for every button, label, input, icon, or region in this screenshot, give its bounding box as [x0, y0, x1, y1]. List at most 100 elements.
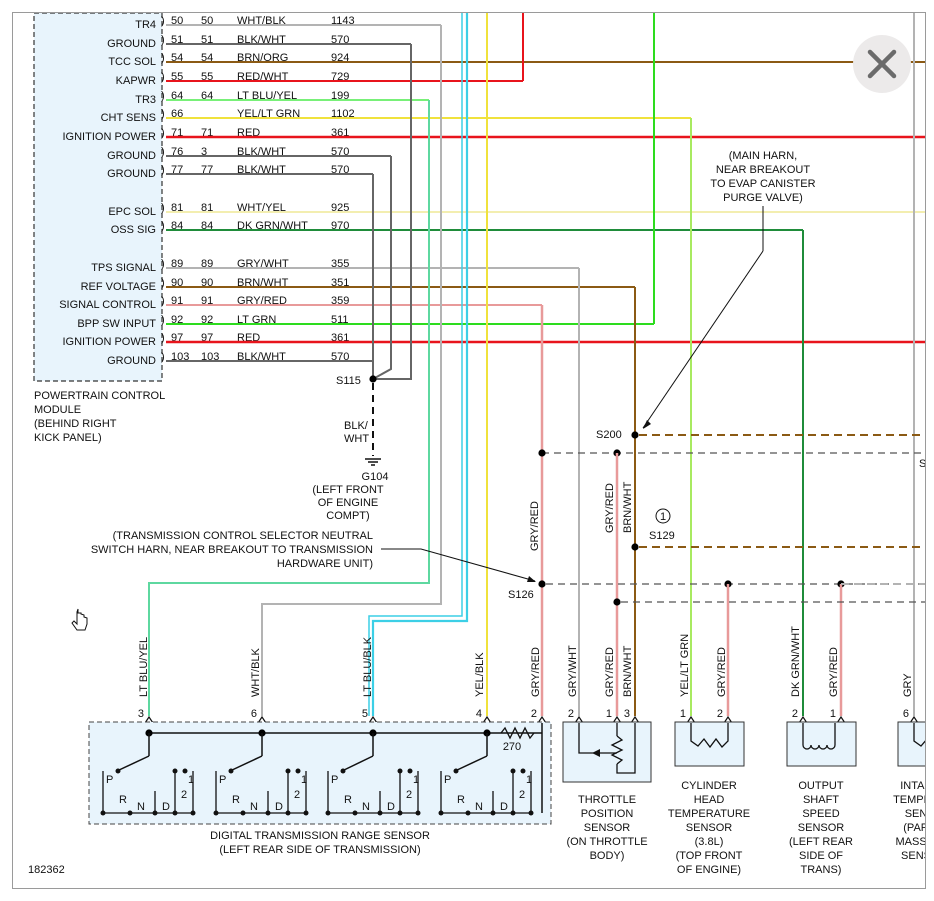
- dtr-contact: [115, 768, 121, 774]
- dtr-contact: [152, 810, 158, 816]
- wire-color-label: LT BLU/BLK: [362, 636, 374, 697]
- dtr-letter: R: [457, 794, 465, 806]
- pcm-pin-label: TR4: [135, 19, 156, 31]
- splice-s126: [538, 580, 546, 588]
- arrow-head: [643, 420, 651, 429]
- dtr-contact: [228, 768, 234, 774]
- cht-title: HEAD: [694, 794, 725, 806]
- splice-s129: [631, 543, 639, 551]
- pcm-pin-label: TCC SOL: [108, 56, 156, 68]
- dtr-sensor-box: [88, 721, 552, 825]
- cht-title: (TOP FRONT: [676, 850, 743, 862]
- wire-color-label: YEL/BLK: [474, 652, 486, 697]
- dtr-letter: 1: [188, 774, 194, 786]
- dtr-letter: P: [106, 774, 113, 786]
- wire-color-label: BRN/WHT: [622, 481, 634, 533]
- tps-internal: [616, 723, 636, 774]
- connector-pin: 1: [606, 708, 612, 720]
- dtr-letter: 2: [294, 789, 300, 801]
- wire-color-label: BRN/WHT: [622, 645, 634, 697]
- dtr-contact: [172, 810, 178, 816]
- pcm-pin-bracket: ): [161, 220, 165, 232]
- pcm-module-title: (BEHIND RIGHT: [34, 418, 117, 430]
- close-button[interactable]: [853, 35, 911, 93]
- oss-title: OUTPUT: [798, 780, 844, 792]
- pcm-pin-label: TPS SIGNAL: [91, 262, 156, 274]
- pcm-pin-bracket: ): [161, 127, 165, 139]
- connector-chevron: [686, 715, 696, 724]
- connector-chevron: [482, 715, 492, 724]
- dtr-contact: [303, 810, 309, 816]
- dtr-contact: [490, 810, 496, 816]
- pcm-pin-bracket: ): [161, 258, 165, 270]
- dtr-contact: [528, 810, 534, 816]
- ground-wire-label: BLK/: [344, 420, 369, 432]
- pcm-pin-label: TR3: [135, 94, 156, 106]
- tps-title: THROTTLE: [578, 794, 636, 806]
- connector-pin: 6: [903, 708, 909, 720]
- dtr-contact: [397, 810, 403, 816]
- connector-pin-number: 3: [201, 146, 207, 158]
- pcm-pin-label: IGNITION POWER: [63, 336, 157, 348]
- dtr-contact-trace: [327, 771, 419, 814]
- dtr-contact: [240, 810, 246, 816]
- dtr-contact: [465, 810, 471, 816]
- dtr-contact: [100, 810, 106, 816]
- wire-color-label: GRY/RED: [604, 483, 616, 533]
- pcm-module-box: [33, 13, 163, 382]
- pcm-pin-label: GROUND: [107, 150, 156, 162]
- pcm-pin-bracket: ): [161, 34, 165, 46]
- dtr-title: DIGITAL TRANSMISSION RANGE SENSOR: [210, 830, 430, 842]
- connector-pin: 1: [680, 708, 686, 720]
- connector-chevron: [612, 715, 622, 724]
- connector-chevron: [630, 715, 640, 724]
- dtr-letter: P: [444, 774, 451, 786]
- pcm-pin-label: OSS SIG: [111, 224, 156, 236]
- dtr-letter: D: [275, 801, 283, 813]
- dtr-contact: [295, 768, 301, 774]
- pcm-module-title: POWERTRAIN CONTROL: [34, 390, 165, 402]
- wire-lt-blu-yel: [148, 100, 430, 716]
- pcm-pin-bracket: ): [161, 202, 165, 214]
- ground-wire-label: WHT: [344, 433, 369, 445]
- wire-lt-blu-blk: [371, 13, 469, 716]
- connector-chevron: [723, 715, 733, 724]
- connector-pin: 2: [717, 708, 723, 720]
- dtr-contact: [182, 768, 188, 774]
- connector-pin: 3: [624, 708, 630, 720]
- pcm-pin-label: GROUND: [107, 355, 156, 367]
- iat-title: TEMPER: [893, 794, 925, 806]
- dtr-contact: [453, 768, 459, 774]
- note-main-harn: (MAIN HARN,: [729, 150, 797, 162]
- pcm-pin-bracket: ): [161, 277, 165, 289]
- cht-title: OF ENGINE): [677, 864, 741, 876]
- dtr-contact: [340, 768, 346, 774]
- pcm-pin-bracket: ): [161, 164, 165, 176]
- tps-title: SENSOR: [584, 822, 631, 834]
- connector-chevron: [368, 715, 378, 724]
- dtr-letter: 2: [406, 789, 412, 801]
- iat-thermistor: [913, 723, 925, 747]
- pcm-pin-label: SIGNAL CONTROL: [59, 299, 156, 311]
- connector-chevron: [836, 715, 846, 724]
- pcm-pin-bracket: ): [161, 71, 165, 83]
- oss-title: TRANS): [801, 864, 842, 876]
- wire-wht-blk: [261, 25, 442, 716]
- dtr-letter: N: [362, 801, 370, 813]
- pcm-pin-bracket: ): [161, 314, 165, 326]
- dtr-contact-trace: [440, 771, 532, 814]
- iat-box: [897, 721, 925, 767]
- connector-chevron: [257, 715, 267, 724]
- iat-title: SENS: [901, 850, 925, 862]
- dtr-letter: 1: [301, 774, 307, 786]
- connector-pin: 2: [531, 708, 537, 720]
- cht-title: SENSOR: [686, 822, 733, 834]
- dtr-letter: 2: [181, 789, 187, 801]
- dtr-letter: 1: [526, 774, 532, 786]
- dtr-contact: [377, 810, 383, 816]
- dtr-contact-trace: [215, 771, 307, 814]
- connector-pin: 5: [362, 708, 368, 720]
- ground-note: COMPT): [326, 510, 369, 522]
